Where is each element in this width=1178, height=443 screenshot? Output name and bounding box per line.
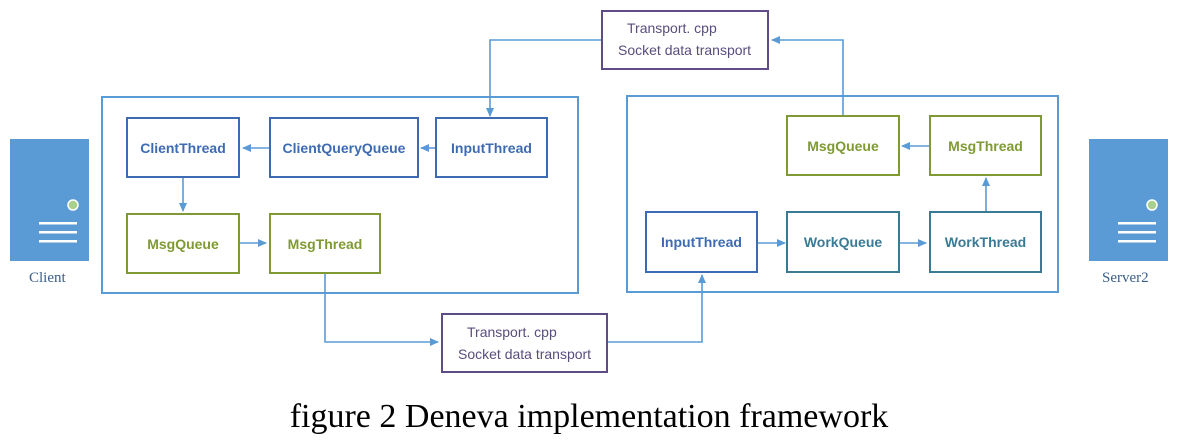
client-msg-queue-node: MsgQueue [126,213,240,274]
client-process-frame [101,96,579,294]
server2-label: Server2 [1102,270,1149,286]
server-msg-thread-node: MsgThread [929,115,1042,176]
server-input-thread-node: InputThread [645,211,758,273]
client-query-queue-node: ClientQueryQueue [269,117,419,178]
server2-server-icon [1089,139,1168,261]
client-input-thread-node: InputThread [435,117,548,178]
figure-caption: figure 2 Deneva implementation framework [289,398,889,435]
server-msg-queue-node: MsgQueue [786,115,900,176]
arrow-server-msgqueue-to-transport [771,36,844,115]
transport-top-line2: Socket data transport [618,42,752,58]
transport-top-box: Transport. cpp Socket data transport [601,10,769,70]
server-work-queue-node: WorkQueue [786,211,900,273]
arrow-transport-to-client-input [486,39,601,117]
transport-top-line1: Transport. cpp [627,20,717,36]
transport-bottom-line2: Socket data transport [458,346,592,362]
arrow-client-msgthread-to-transport [324,274,439,346]
server-work-thread-node: WorkThread [929,211,1042,273]
client-server-icon [10,139,89,261]
arrow-transport-to-server-input [607,274,706,343]
client-msg-thread-node: MsgThread [269,213,381,274]
transport-bottom-box: Transport. cpp Socket data transport [441,313,608,373]
client-thread-node: ClientThread [126,117,240,178]
client-label: Client [29,270,66,286]
transport-bottom-line1: Transport. cpp [467,324,557,340]
